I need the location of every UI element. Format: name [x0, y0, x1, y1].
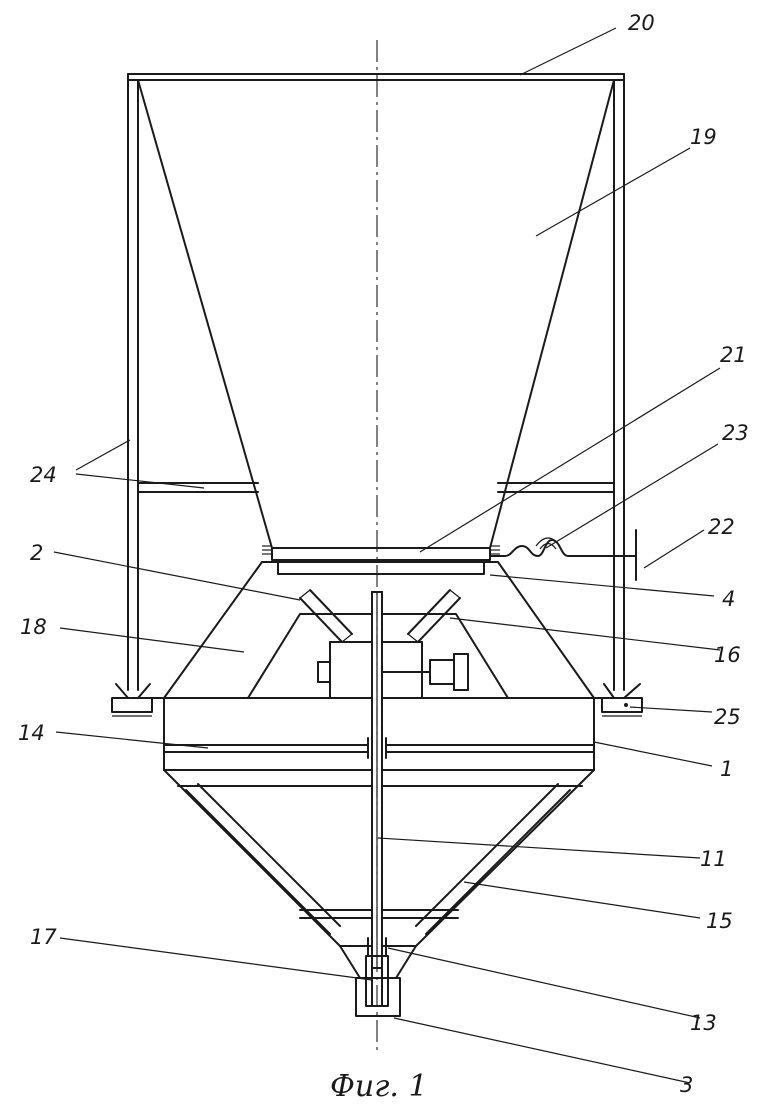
- foot-left: [111, 683, 153, 717]
- callout-14: 14: [18, 721, 45, 745]
- rod-22: [489, 529, 637, 581]
- callout-19: 19: [690, 125, 717, 149]
- callout-20: 20: [628, 11, 655, 35]
- callout-17: 17: [30, 925, 57, 949]
- leader-lines: [53, 27, 721, 1084]
- callout-25: 25: [714, 705, 741, 729]
- drive-unit: [317, 641, 469, 699]
- chute-16: [407, 589, 461, 643]
- figure-caption: Фиг. 1: [330, 1069, 428, 1104]
- callout-13: 13: [690, 1011, 717, 1035]
- callout-16: 16: [714, 643, 741, 667]
- callout-11: 11: [700, 847, 727, 871]
- callout-2: 2: [30, 541, 43, 565]
- callout-23: 23: [722, 421, 749, 445]
- coupling-13: [367, 937, 387, 957]
- callout-21: 21: [720, 343, 747, 367]
- chute-15-left: [185, 783, 341, 935]
- chute-2: [299, 589, 353, 643]
- callout-1: 1: [720, 757, 733, 781]
- callout-18: 18: [20, 615, 47, 639]
- foot-25: [601, 683, 643, 717]
- partition-14: [163, 737, 595, 759]
- callout-15: 15: [706, 909, 733, 933]
- frame-20: [127, 73, 625, 691]
- callout-4: 4: [722, 587, 735, 611]
- callout-24: 24: [30, 463, 57, 487]
- hopper-19: [137, 79, 615, 561]
- plate-4: [277, 561, 485, 575]
- callout-22: 22: [708, 515, 735, 539]
- callout-labels: 20 19 21 23 24 22 2 4 18 16 25 14 1 11 1…: [18, 11, 749, 1097]
- chute-15: [415, 783, 571, 935]
- crossbar-24: [137, 482, 615, 493]
- callout-3: 3: [680, 1073, 693, 1097]
